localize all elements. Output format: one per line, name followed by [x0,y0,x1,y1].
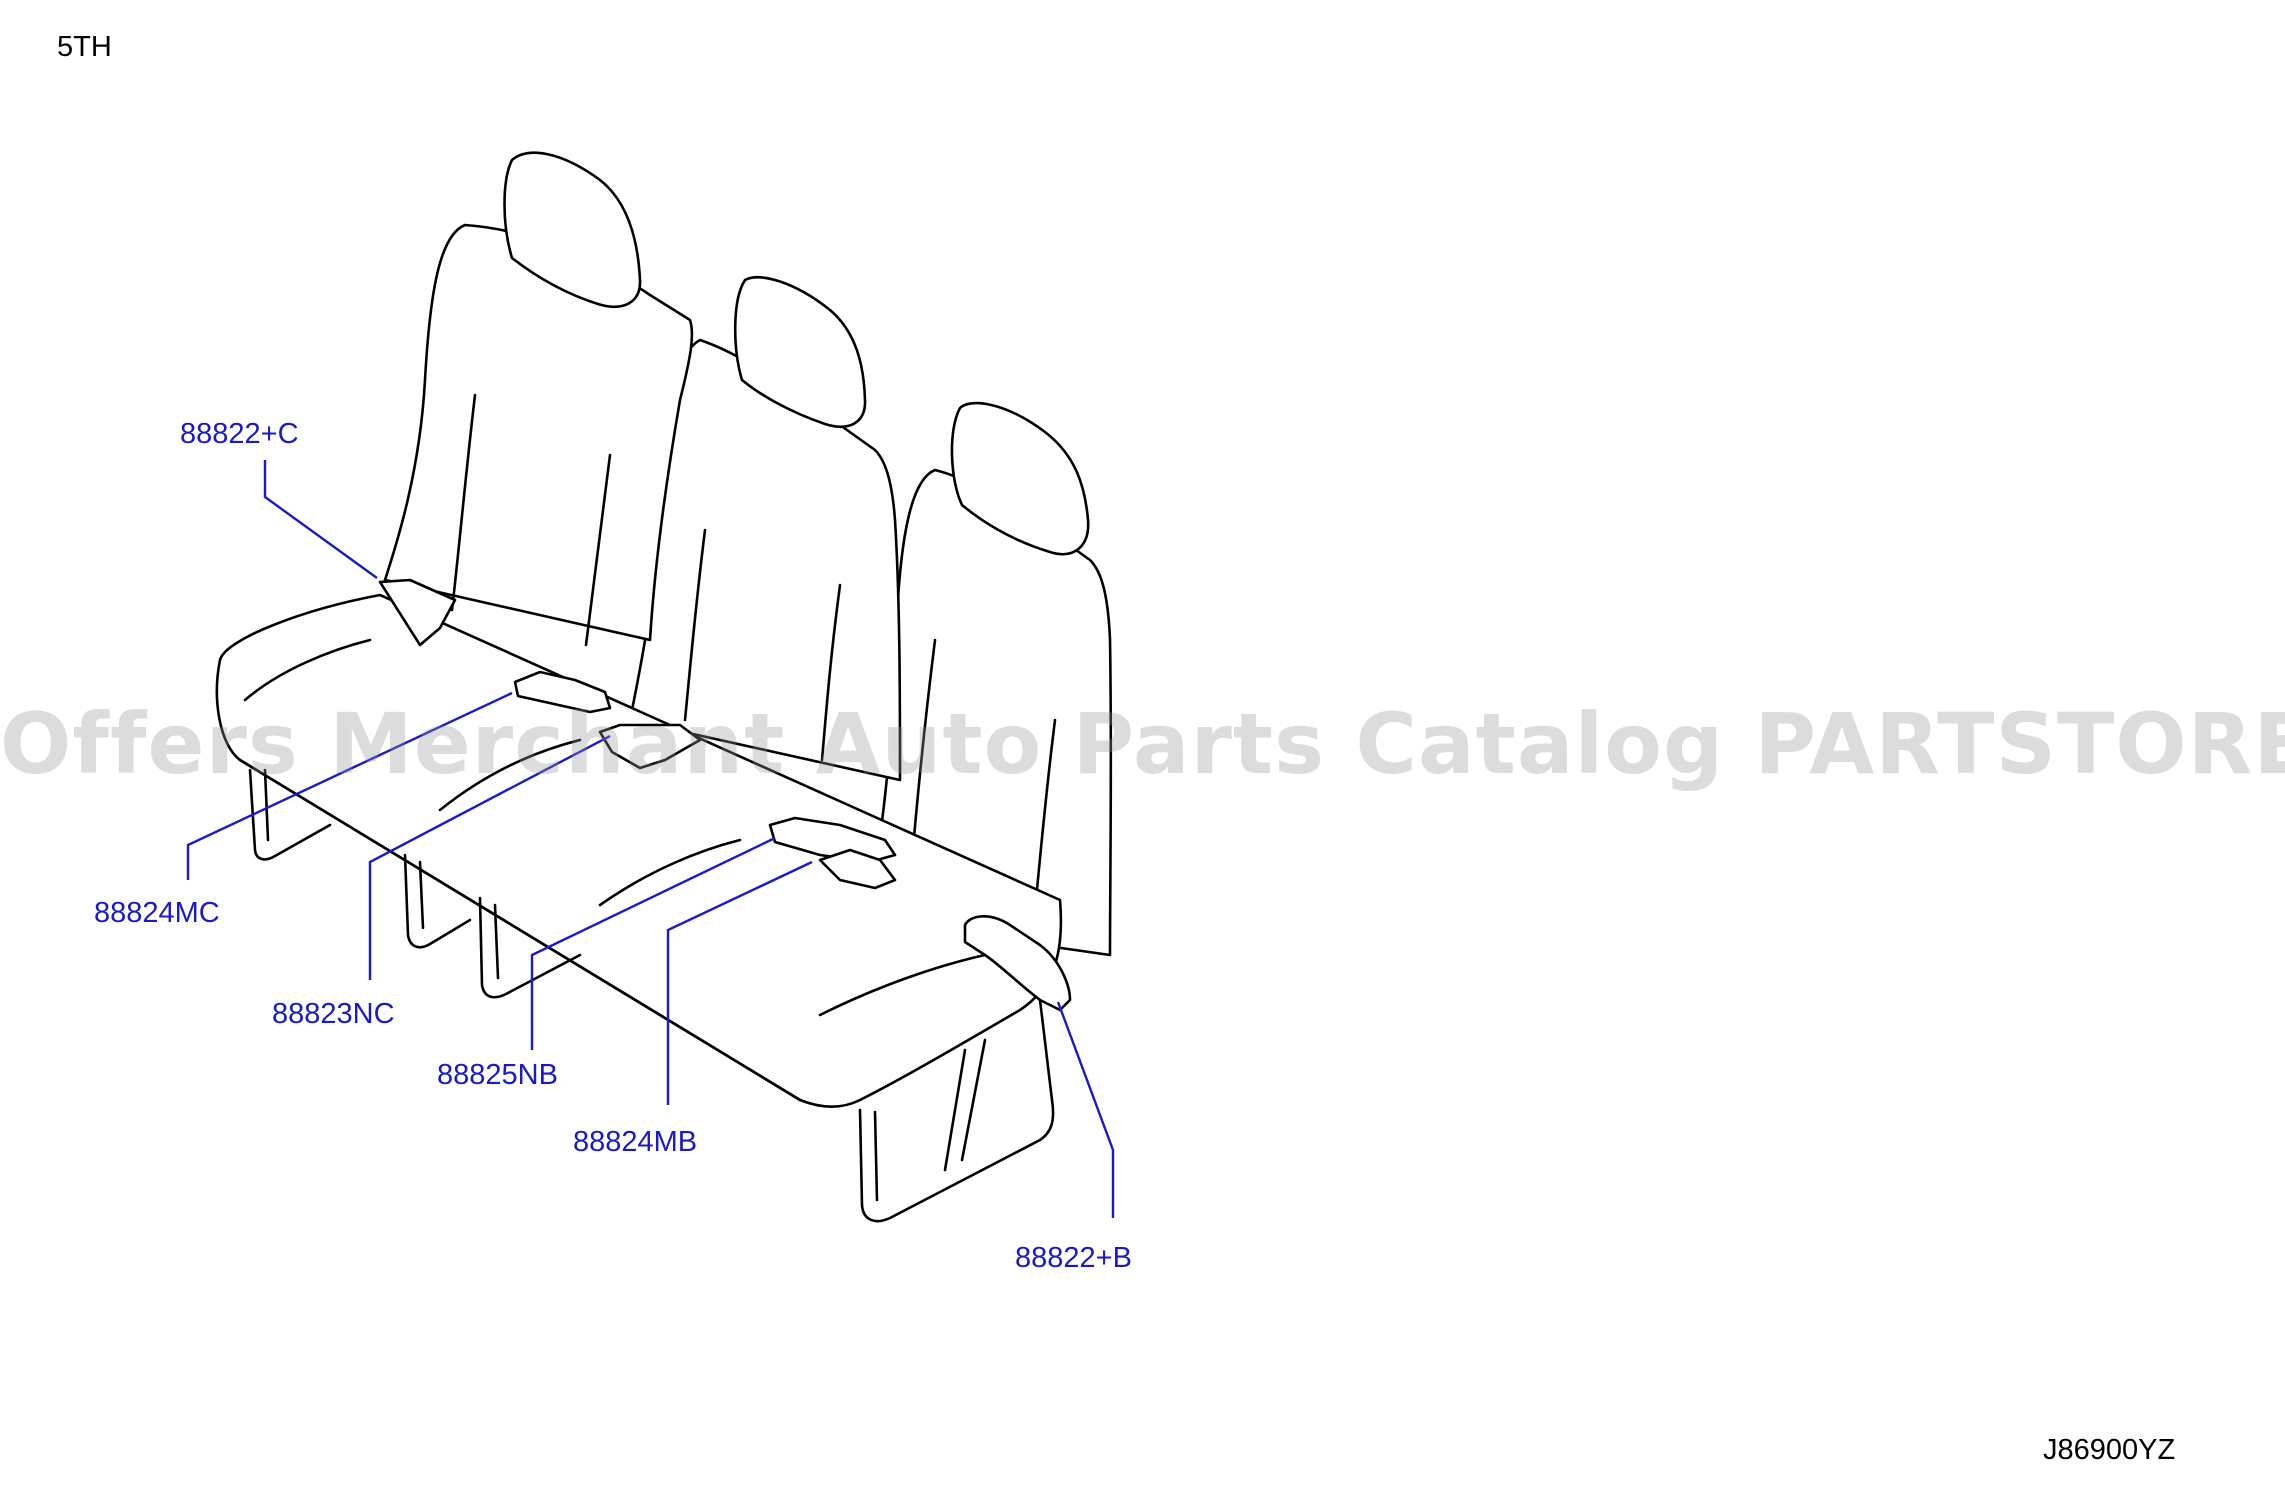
callout-leaders [186,460,1115,1218]
callout-label-88822-c[interactable]: 88822+C [180,418,299,450]
watermark: Offers Merchant Auto Parts Catalog PARTS… [0,695,2285,793]
callout-label-88822-b[interactable]: 88822+B [1015,1242,1132,1274]
callout-label-88825nb[interactable]: 88825NB [437,1059,558,1091]
diagram-section-code: 5TH [57,31,112,63]
seat-cushion [215,593,1063,1109]
diagram-reference-code: J86900YZ [2043,1434,2176,1466]
seat-middle [628,276,902,782]
seat-left [383,151,694,647]
callout-label-88824mc[interactable]: 88824MC [94,897,220,929]
seat-right [864,401,1113,957]
callout-label-88824mb[interactable]: 88824MB [573,1126,698,1158]
seat-frame [248,768,1055,1223]
belt-buckles [378,578,1072,1012]
callout-label-88823nc[interactable]: 88823NC [272,998,395,1030]
